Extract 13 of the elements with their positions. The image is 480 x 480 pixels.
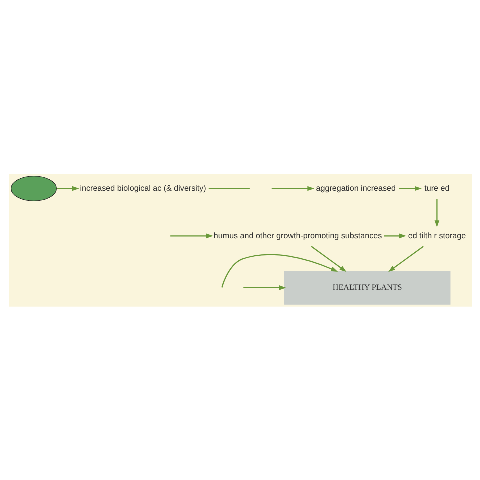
arrow [384,233,406,238]
arrow [388,246,424,272]
node-box: HEALTHY PLANTS [284,270,450,304]
arrow [271,186,314,191]
arrow [310,246,346,272]
arrow [398,186,422,191]
arrow [170,233,213,238]
arrow [56,186,79,191]
arrow [221,254,338,288]
arrow [434,198,440,228]
connector [208,188,250,189]
node-cloud [10,176,57,201]
arrow [243,285,286,290]
